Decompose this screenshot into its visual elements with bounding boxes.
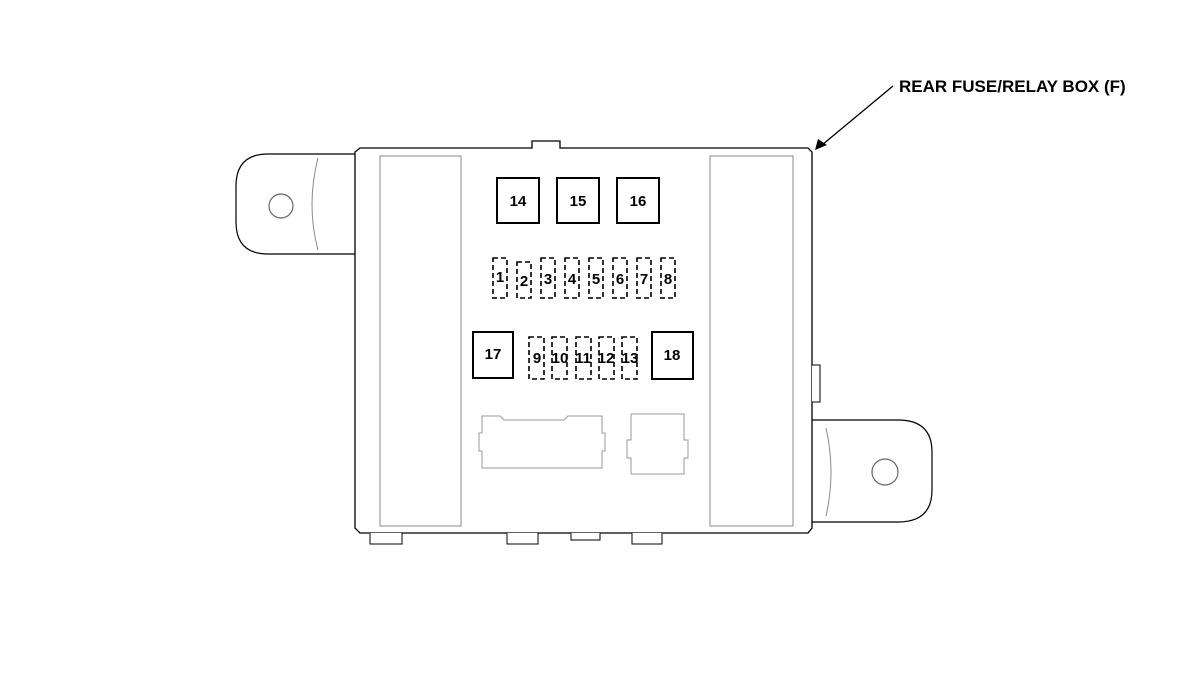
- relay-18-label: 18: [664, 347, 681, 364]
- fuse-5-label: 5: [592, 271, 600, 288]
- relay-14: 14: [496, 177, 540, 224]
- fuse-8-label: 8: [664, 271, 672, 288]
- fuse-10-label: 10: [552, 350, 569, 367]
- relay-14-label: 14: [510, 193, 527, 210]
- fuse-6-label: 6: [616, 271, 624, 288]
- left-inner-panel: [379, 155, 462, 527]
- fuse-11: 11: [575, 336, 592, 380]
- fuse-11-label: 11: [575, 350, 591, 367]
- relay-15: 15: [556, 177, 600, 224]
- relay-18: 18: [651, 331, 694, 380]
- right-inner-panel: [709, 155, 794, 527]
- left-mounting-ear: [235, 153, 355, 255]
- fuse-1: 1: [492, 257, 508, 299]
- fuse-1-label: 1: [496, 269, 504, 286]
- fuse-3: 3: [540, 257, 556, 299]
- fuse-2-label: 2: [520, 273, 528, 290]
- fuse-13-label: 13: [622, 350, 639, 367]
- fuse-13: 13: [621, 336, 639, 380]
- connector-socket-wide: [478, 415, 606, 469]
- fuse-4: 4: [564, 257, 580, 299]
- relay-17-label: 17: [485, 346, 502, 363]
- callout-label: REAR FUSE/RELAY BOX (F): [899, 77, 1126, 96]
- right-mounting-ear: [812, 419, 933, 523]
- fuse-5: 5: [588, 257, 604, 299]
- relay-16-label: 16: [630, 193, 647, 210]
- fuse-2: 2: [516, 261, 532, 299]
- mounting-hole-right: [871, 458, 899, 486]
- fuse-6: 6: [612, 257, 628, 299]
- fuse-12-label: 12: [598, 350, 615, 367]
- fuse-9-label: 9: [533, 350, 541, 367]
- fuse-box-body: [354, 140, 821, 545]
- fuse-7-label: 7: [640, 271, 648, 288]
- mounting-hole-left: [268, 193, 294, 219]
- mini-fuse-row-1: 1 2 3 4 5 6 7 8: [492, 257, 676, 299]
- fuse-12: 12: [598, 336, 615, 380]
- relay-15-label: 15: [570, 193, 587, 210]
- fuse-10: 10: [551, 336, 569, 380]
- fuse-7: 7: [636, 257, 652, 299]
- fuse-8: 8: [660, 257, 676, 299]
- connector-socket-square: [626, 413, 689, 475]
- callout-arrow: [815, 85, 894, 150]
- fuse-3-label: 3: [544, 271, 552, 288]
- relay-17: 17: [472, 331, 514, 379]
- fuse-4-label: 4: [568, 271, 577, 288]
- mini-fuse-row-2: 9 10 11 12 13: [528, 336, 639, 380]
- relay-16: 16: [616, 177, 660, 224]
- fuse-9: 9: [528, 336, 545, 380]
